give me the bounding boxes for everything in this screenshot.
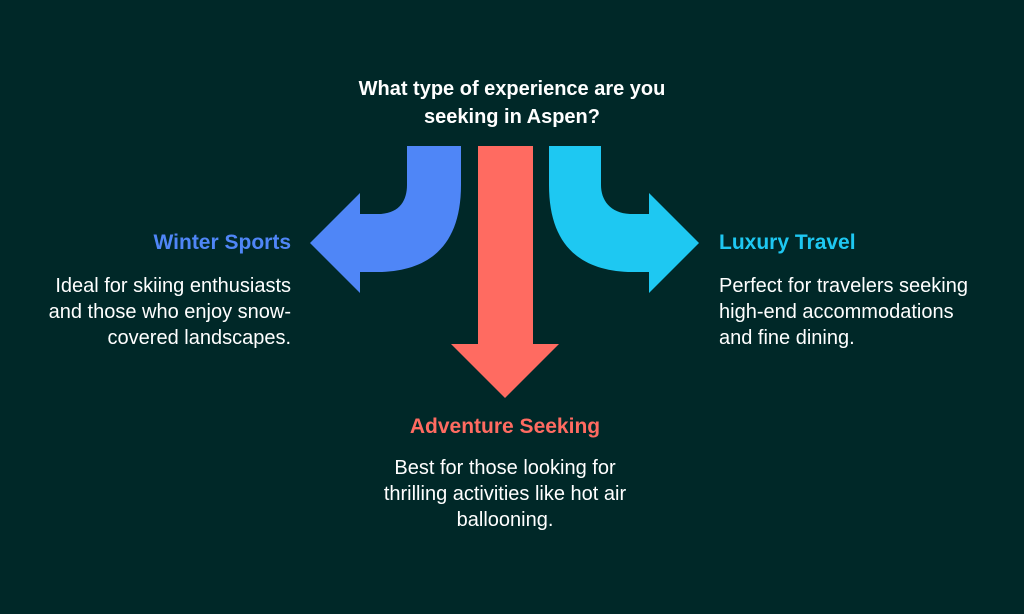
- description-line: and those who enjoy snow-: [48, 301, 291, 323]
- description-line: high-end accommodations: [719, 301, 954, 323]
- question-heading: What type of experience are you seeking …: [282, 75, 742, 131]
- adventure-seeking-arrow: [451, 146, 559, 398]
- description-line: and fine dining.: [719, 327, 855, 349]
- description-line: ballooning.: [456, 509, 554, 531]
- description-line: Best for those looking for: [394, 457, 616, 479]
- description-line: Perfect for travelers seeking: [719, 275, 968, 297]
- luxury-travel-title: Luxury Travel: [719, 231, 856, 254]
- winter-sports-arrow: [310, 146, 461, 293]
- description-line: Ideal for skiing enthusiasts: [55, 275, 291, 297]
- winter-sports-title: Winter Sports: [153, 231, 291, 254]
- question-line: What type of experience are you: [358, 78, 666, 100]
- description-line: covered landscapes.: [107, 327, 291, 349]
- winter-sports-description: Ideal for skiing enthusiasts and those w…: [49, 273, 291, 351]
- adventure-seeking-title: Adventure Seeking: [409, 415, 601, 438]
- description-line: thrilling activities like hot air: [383, 483, 627, 505]
- adventure-seeking-description: Best for those looking for thrilling act…: [305, 455, 705, 533]
- question-line: seeking in Aspen?: [424, 106, 600, 128]
- luxury-travel-description: Perfect for travelers seeking high-end a…: [719, 273, 968, 351]
- luxury-travel-arrow: [549, 146, 699, 293]
